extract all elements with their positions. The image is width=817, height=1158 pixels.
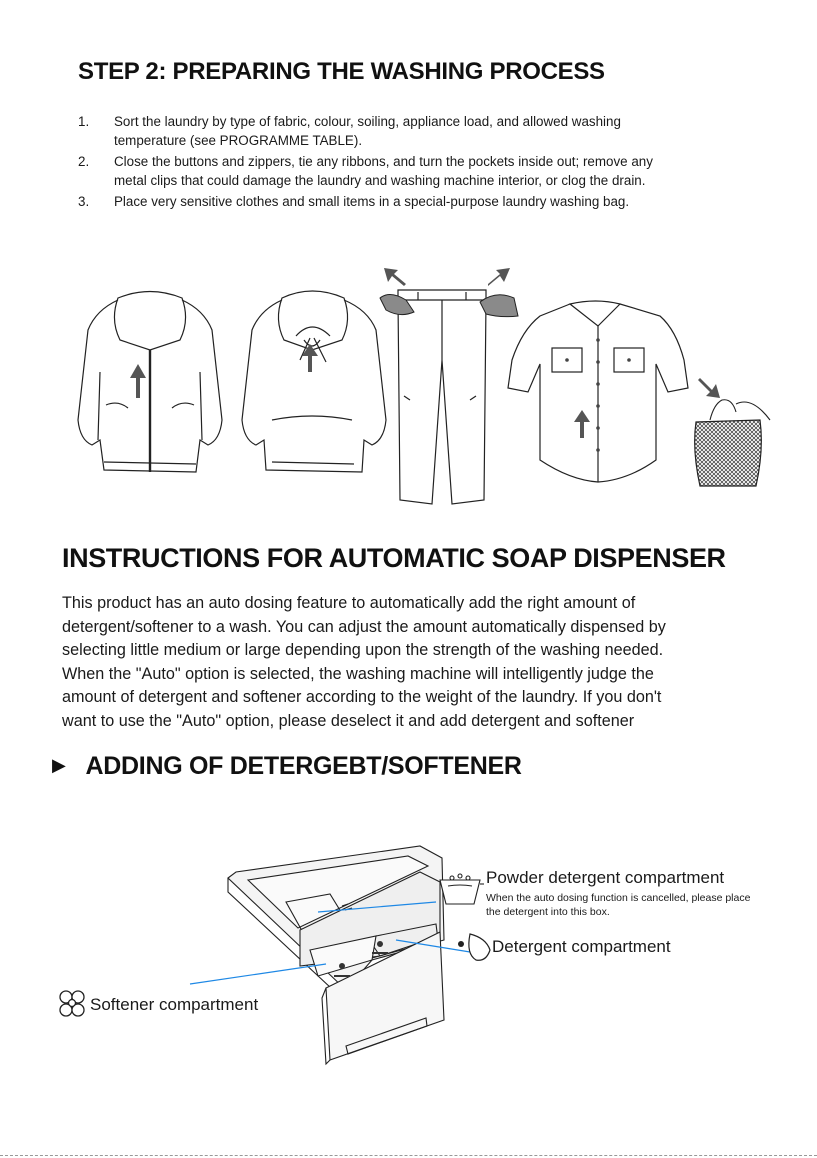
tie-ribbons-hoodie-icon	[241, 290, 387, 473]
liquid-drop-icon	[458, 933, 491, 961]
step2-list: 1. Sort the laundry by type of fabric, c…	[78, 112, 778, 213]
paragraph-line: amount of detergent and softener accordi…	[62, 688, 662, 706]
paragraph-line: want to use the "Auto" option, please de…	[62, 711, 635, 730]
arrow-up-icon	[302, 344, 318, 372]
play-triangle-icon: ▶	[52, 755, 66, 775]
item-text-line: Place very sensitive clothes and small i…	[114, 194, 630, 209]
paragraph-line: This product has an auto dosing feature …	[62, 594, 636, 612]
step2-title: STEP 2: PREPARING THE WASHING PROCESS	[78, 58, 605, 85]
arrow-up-icon	[130, 364, 146, 398]
flower-icon	[59, 990, 85, 1017]
pocket-right	[479, 294, 519, 318]
arrow-icon	[384, 268, 406, 286]
arrow-icon	[698, 378, 720, 398]
paragraph-line: selecting little medium or large dependi…	[62, 641, 664, 659]
dispenser-title: INSTRUCTIONS FOR AUTOMATIC SOAP DISPENSE…	[62, 543, 726, 573]
list-item: 3. Place very sensitive clothes and smal…	[78, 192, 778, 211]
arrow-up-icon	[574, 410, 590, 438]
item-text-line: temperature (see PROGRAMME TABLE).	[114, 133, 363, 148]
laundry-bag-icon	[694, 399, 771, 487]
item-number: 2.	[78, 154, 90, 169]
pocket-left	[379, 294, 415, 316]
powder-scoop-icon	[439, 873, 484, 905]
powder-note-line: When the auto dosing function is cancell…	[486, 892, 751, 904]
arrow-icon	[488, 268, 510, 286]
drawer-icon	[227, 845, 445, 1066]
adding-title: ADDING OF DETERGEBT/SOFTENER	[85, 752, 522, 780]
adding-title-row: ▶ ADDING OF DETERGEBT/SOFTENER	[52, 752, 522, 781]
detergent-compartment-label: Detergent compartment	[492, 937, 671, 956]
item-number: 1.	[78, 114, 90, 129]
item-number: 3.	[78, 194, 90, 209]
paragraph-line: When the "Auto" option is selected, the …	[62, 664, 654, 683]
buttoned-shirt-icon	[507, 300, 689, 483]
item-text-line: Sort the laundry by type of fabric, colo…	[114, 114, 621, 129]
clothing-illustrations	[77, 268, 771, 505]
item-text-line: metal clips that could damage the laundr…	[114, 173, 646, 188]
paragraph-line: detergent/softener to a wash. You can ad…	[62, 617, 666, 636]
softener-compartment-label: Softener compartment	[90, 995, 259, 1014]
item-text-line: Close the buttons and zippers, tie any r…	[114, 154, 653, 169]
leader-lines	[189, 901, 471, 985]
powder-compartment-label: Powder detergent compartment	[486, 868, 725, 887]
list-item: 2. Close the buttons and zippers, tie an…	[78, 152, 778, 190]
list-item: 1. Sort the laundry by type of fabric, c…	[78, 112, 778, 150]
zipper-hoodie-icon	[77, 290, 223, 473]
drawer-labels	[334, 941, 388, 977]
powder-note-line: the detergent into this box.	[486, 906, 610, 918]
dispenser-paragraph: This product has an auto dosing feature …	[62, 592, 762, 733]
shirt-buttons	[565, 338, 631, 452]
page-footer-divider	[0, 1155, 817, 1156]
